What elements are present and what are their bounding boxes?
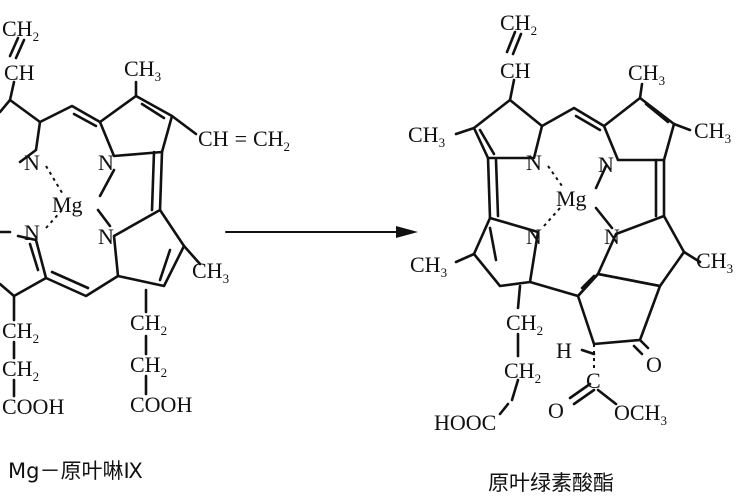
right-methyl-left-top: CH3	[408, 122, 445, 150]
left-vinyl-ch2: CH2	[2, 16, 39, 44]
right-n-top-right: N	[598, 152, 614, 177]
left-mg-label: Mg	[52, 192, 83, 217]
right-methyl-right-bottom: CH3	[696, 248, 733, 276]
reaction-arrow	[225, 226, 418, 238]
right-bonds	[454, 30, 702, 416]
left-n-top-right: N	[98, 150, 114, 175]
left-vinyl-ch: CH	[4, 60, 35, 85]
right-n-top-left: N	[526, 150, 542, 175]
right-mg-label: Mg	[556, 186, 587, 211]
left-n-bottom-left: N	[24, 220, 40, 245]
right-molecule: CH2 CH CH3 CH3 CH3 Mg N N N N CH3 CH3 CH…	[408, 10, 733, 495]
left-methyl-top: CH3	[124, 56, 161, 84]
right-acid: HOOC	[434, 410, 496, 435]
left-methyl-right: CH3	[192, 258, 229, 286]
left-chain-r2: CH2	[130, 352, 167, 380]
right-chain-2: CH2	[504, 358, 541, 386]
right-vinyl-ch: CH	[500, 58, 531, 83]
left-molecule: CH2 CH CH3 CH=CH2 CH3 Mg N N N N CH2 CH2…	[0, 16, 290, 483]
right-methyl-left-bottom: CH3	[410, 252, 447, 280]
right-chain-1: CH2	[506, 310, 543, 338]
left-acid-right: COOH	[130, 392, 192, 417]
left-n-bottom-right: N	[98, 224, 114, 249]
right-labels: CH2 CH CH3 CH3 CH3 Mg N N N N CH3 CH3 CH…	[408, 10, 733, 435]
right-caption: 原叶绿素酸酯	[488, 471, 614, 495]
left-chain-l1: CH2	[2, 318, 39, 346]
right-vinyl-ch2: CH2	[500, 10, 537, 38]
right-ketone-o: O	[646, 352, 662, 377]
left-chain-r1: CH2	[130, 310, 167, 338]
right-ester-och3: OCH3	[614, 400, 667, 428]
right-methyl-top: CH3	[628, 60, 665, 88]
left-caption: Mg－原叶啉Ⅸ	[8, 459, 143, 483]
right-ester-o: O	[548, 398, 564, 423]
right-n-bottom-left: N	[526, 224, 542, 249]
right-h-atom: H	[556, 338, 572, 363]
left-labels: CH2 CH CH3 CH=CH2 CH3 Mg N N N N CH2 CH2…	[2, 16, 290, 419]
left-n-top-left: N	[24, 150, 40, 175]
right-methyl-right-top: CH3	[694, 118, 731, 146]
left-vinyl-right: CH=CH2	[198, 126, 290, 154]
right-n-bottom-right: N	[604, 224, 620, 249]
left-acid-left: COOH	[2, 394, 64, 419]
left-chain-l2: CH2	[2, 356, 39, 384]
left-bonds	[0, 36, 202, 398]
right-ester-c: C	[586, 368, 601, 393]
